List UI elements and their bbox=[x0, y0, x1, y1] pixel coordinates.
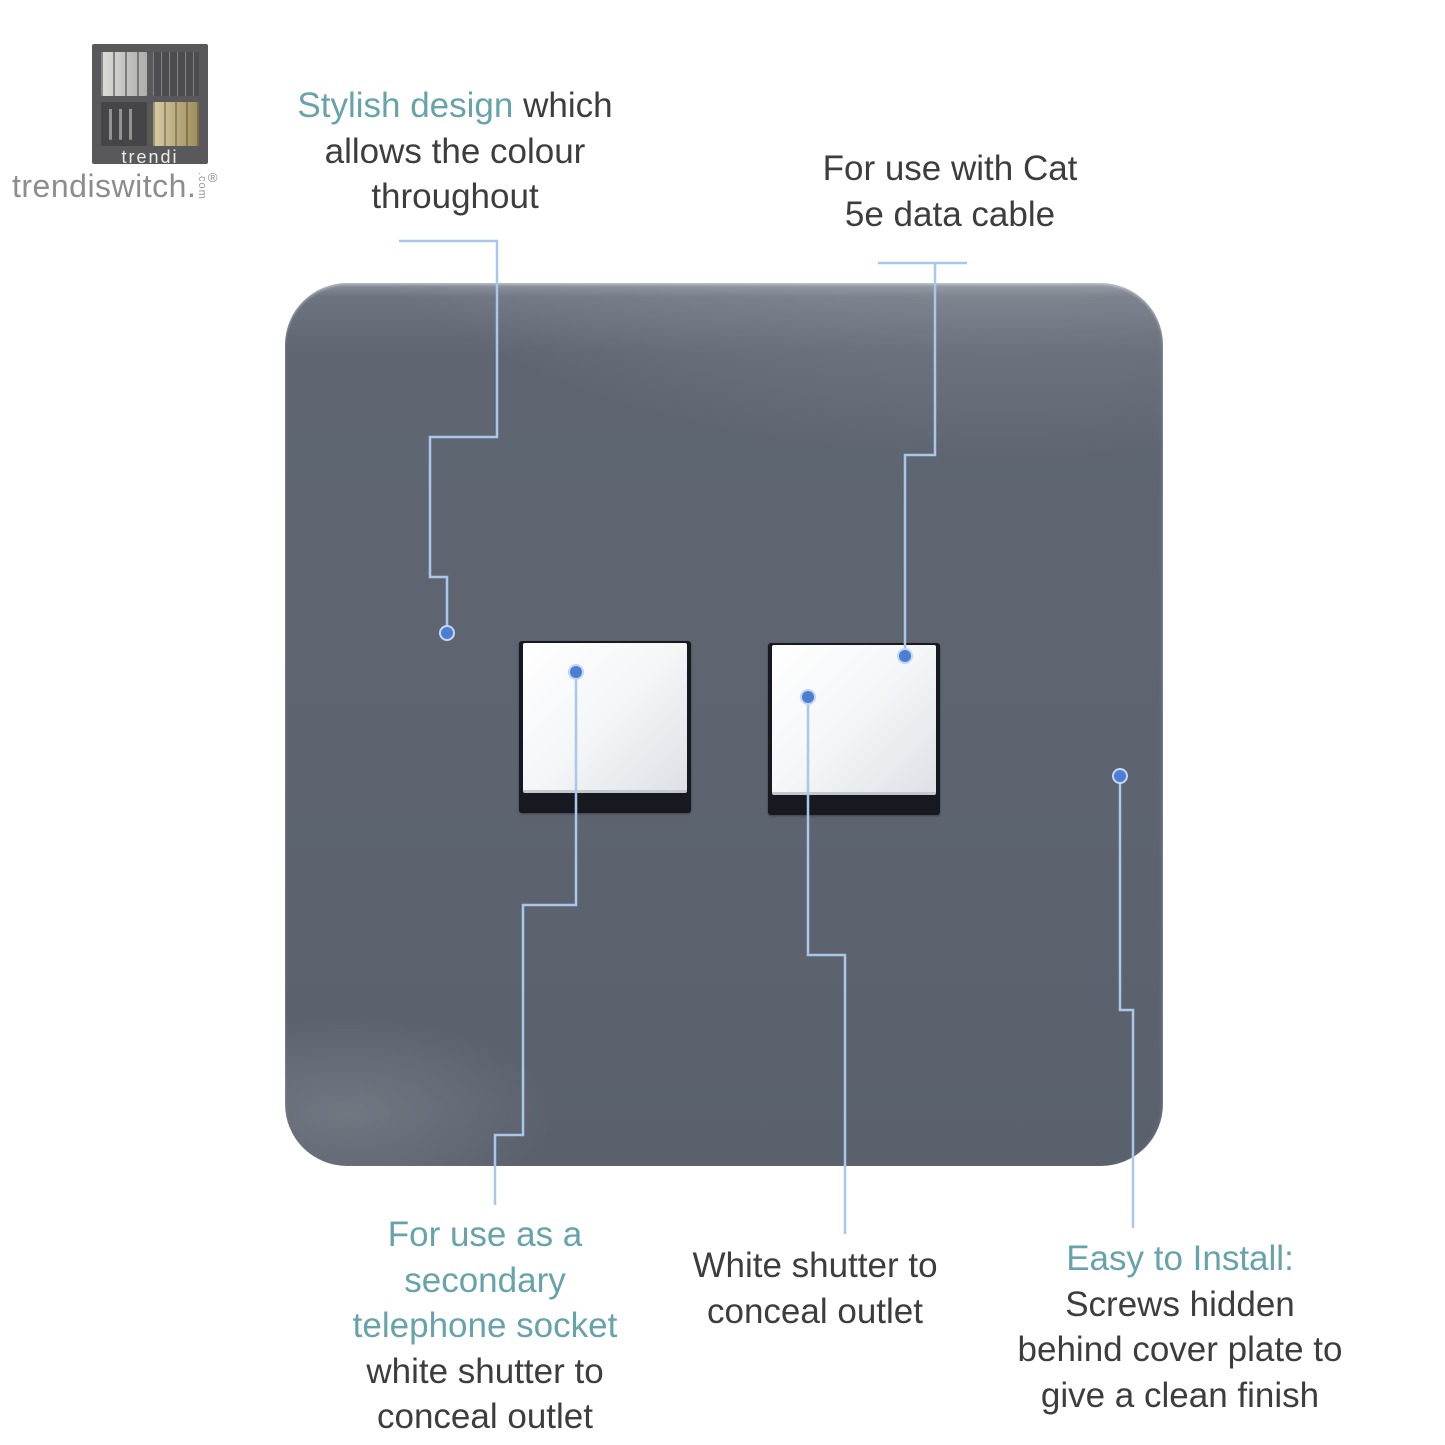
telephone-socket-left bbox=[519, 641, 691, 813]
annotation-stylish-design: Stylish design which allows the colour t… bbox=[250, 83, 660, 220]
logo-switch-black-icon bbox=[101, 102, 147, 146]
annotation-stylish-line1: Stylish design which bbox=[250, 83, 660, 129]
annotation-stylish-highlight: Stylish design bbox=[297, 86, 514, 125]
callout-dot-easy-install bbox=[1112, 768, 1128, 784]
callout-line-cat5e bbox=[878, 261, 967, 648]
annotation-secondary-rest: white shutter to conceal outlet bbox=[366, 1351, 604, 1437]
logo-switch-gold-icon bbox=[153, 102, 199, 146]
logo-word: trendi bbox=[121, 147, 179, 167]
annotation-easy-install: Easy to Install: Screws hidden behind co… bbox=[955, 1236, 1405, 1418]
brand-period: . bbox=[186, 168, 196, 204]
callout-dot-stylish-design bbox=[439, 625, 455, 641]
annotation-secondary-highlight: For use as a secondary telephone socket bbox=[352, 1215, 618, 1345]
callout-line-white-shutter bbox=[806, 704, 847, 1234]
callout-dot-cat5e bbox=[897, 648, 913, 664]
white-shutter-right bbox=[772, 645, 936, 795]
brand-name: trendiswitch bbox=[12, 168, 187, 204]
logo-switch-silver-icon bbox=[101, 52, 147, 96]
callout-line-secondary-socket bbox=[493, 679, 578, 1205]
registered-mark: ® bbox=[207, 170, 218, 185]
annotation-secondary-socket: For use as a secondary telephone socket … bbox=[300, 1212, 670, 1440]
data-socket-right bbox=[768, 643, 940, 815]
faceplate bbox=[285, 283, 1163, 1166]
annotation-stylish-line1-rest: which bbox=[513, 86, 613, 125]
callout-line-stylish-design bbox=[399, 239, 499, 626]
logo-switch-dark-icon bbox=[153, 52, 199, 96]
callout-dot-white-shutter bbox=[800, 689, 816, 705]
annotation-white-shutter: White shutter to conceal outlet bbox=[692, 1246, 938, 1331]
brand-wordmark: trendiswitch..com® bbox=[12, 168, 217, 205]
brand-com: .com bbox=[195, 172, 208, 200]
trendi-logo: trendi bbox=[92, 44, 208, 167]
annotation-install-highlight: Easy to Install: bbox=[1066, 1239, 1294, 1278]
callout-line-easy-install bbox=[1118, 783, 1135, 1228]
annotation-cat5e: For use with Cat 5e data cable bbox=[822, 149, 1078, 234]
white-shutter-left bbox=[523, 643, 687, 793]
callout-dot-secondary-socket bbox=[568, 664, 584, 680]
annotation-stylish-rest: allows the colour throughout bbox=[324, 131, 586, 217]
logo-switch-grid bbox=[101, 52, 199, 146]
annotation-install-rest: Screws hidden behind cover plate to give… bbox=[1017, 1284, 1343, 1415]
